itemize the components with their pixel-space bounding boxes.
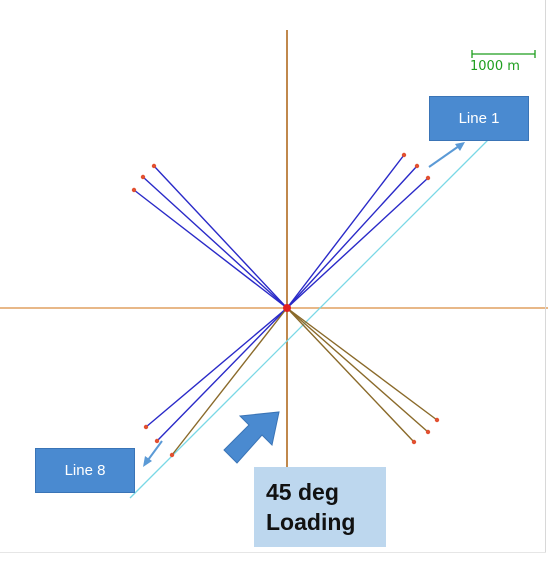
mooring-lines-lower-left <box>145 307 288 456</box>
mooring-line-2 <box>286 165 418 309</box>
line-8-callout: Line 8 <box>35 448 135 493</box>
loading-label-box: 45 deg Loading <box>254 467 386 547</box>
anchor-points-lower-right <box>411 417 440 445</box>
loading-label-line-2: Loading <box>266 509 356 535</box>
mooring-line-3 <box>286 154 405 309</box>
mooring-lines-lower-right <box>286 307 438 443</box>
scale-bar-icon <box>471 50 536 58</box>
line-8-pointer-arrow <box>143 440 163 467</box>
loading-label-line-1: 45 deg <box>266 479 339 505</box>
panel-edge-right <box>545 0 546 552</box>
loading-reference-line <box>129 130 498 499</box>
loading-direction-arrow <box>223 411 280 464</box>
anchor-points-upper-right <box>401 152 431 181</box>
center-point <box>283 304 291 312</box>
mooring-lines-upper-left <box>133 165 288 309</box>
mooring-lines-upper-right <box>286 154 429 309</box>
panel-edge-bottom <box>0 552 546 553</box>
anchor-points-upper-left <box>131 163 157 193</box>
anchor-points-lower-left <box>143 424 175 458</box>
line-1-callout: Line 1 <box>429 96 529 141</box>
scale-bar-label: 1000 m <box>470 59 520 74</box>
line-1-pointer-arrow <box>428 142 465 168</box>
mooring-line-1 <box>286 177 429 309</box>
